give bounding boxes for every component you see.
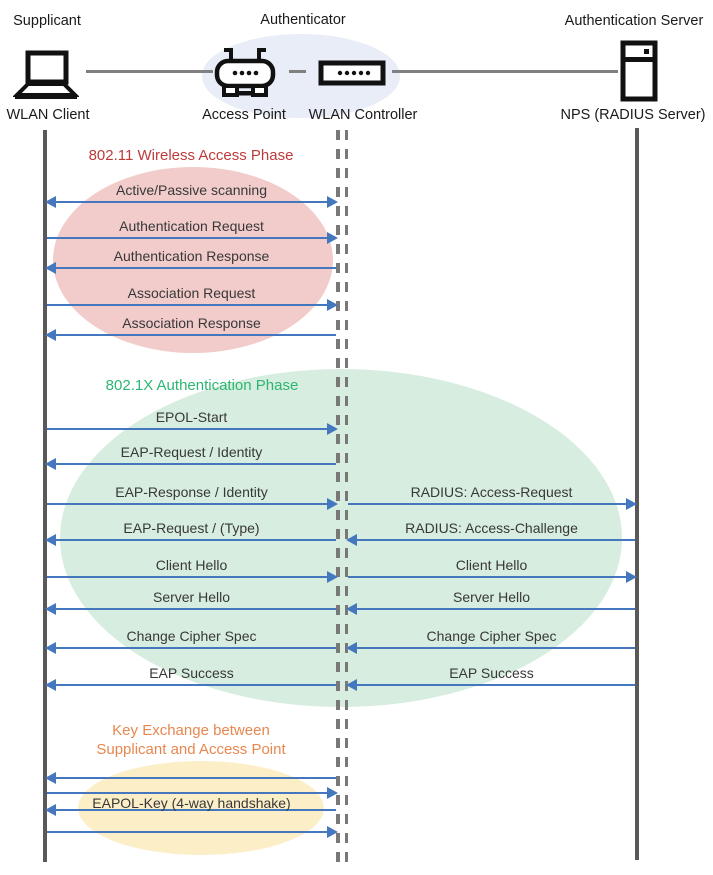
message-arrow bbox=[348, 571, 637, 583]
arrowhead-left-icon bbox=[45, 679, 56, 691]
node-label-wlan-controller: WLAN Controller bbox=[308, 107, 418, 123]
arrowhead-right-icon bbox=[327, 826, 338, 838]
message-arrow bbox=[45, 679, 336, 691]
arrowhead-right-icon bbox=[626, 498, 637, 510]
message-label: Server Hello bbox=[152, 589, 231, 605]
message-arrow bbox=[47, 571, 338, 583]
message-label: Change Cipher Spec bbox=[126, 628, 257, 644]
message-arrow bbox=[45, 603, 336, 615]
message-arrow bbox=[346, 534, 635, 546]
message-label: Change Cipher Spec bbox=[426, 628, 557, 644]
message-arrow bbox=[47, 826, 338, 838]
message-label: Association Response bbox=[122, 315, 261, 331]
wlan-controller-icon bbox=[318, 60, 386, 86]
message-arrow bbox=[47, 423, 338, 435]
message-label: Authentication Request bbox=[119, 218, 264, 234]
server-icon bbox=[620, 40, 658, 102]
message-arrow bbox=[45, 196, 338, 208]
arrowhead-left-icon bbox=[346, 642, 357, 654]
message-arrow bbox=[45, 772, 336, 784]
arrowhead-left-icon bbox=[45, 329, 56, 341]
arrowhead-left-icon bbox=[45, 772, 56, 784]
message-arrow bbox=[47, 299, 338, 311]
arrowhead-left-icon bbox=[45, 603, 56, 615]
message-arrow bbox=[348, 498, 637, 510]
laptop-icon bbox=[12, 50, 80, 102]
message-label: EPOL-Start bbox=[155, 409, 228, 425]
message-arrow bbox=[45, 534, 336, 546]
message-label: RADIUS: Access-Request bbox=[410, 484, 573, 500]
message-arrow bbox=[45, 642, 336, 654]
message-label: EAP-Response / Identity bbox=[115, 484, 268, 500]
phase-ellipse-key-exchange bbox=[78, 761, 324, 855]
arrowhead-left-icon bbox=[346, 603, 357, 615]
node-label-wlan-client: WLAN Client bbox=[6, 107, 90, 123]
message-arrow bbox=[45, 329, 336, 341]
arrowhead-right-icon bbox=[327, 299, 338, 311]
arrowhead-right-icon bbox=[327, 571, 338, 583]
connector-controller-server bbox=[392, 70, 618, 73]
arrowhead-right-icon bbox=[327, 787, 338, 799]
role-supplicant: Supplicant bbox=[13, 13, 81, 29]
message-label: RADIUS: Access-Challenge bbox=[405, 520, 578, 536]
message-label: EAP Success bbox=[449, 665, 534, 681]
arrowhead-left-icon bbox=[45, 642, 56, 654]
arrowhead-left-icon bbox=[45, 804, 56, 816]
phase-title-key-exchange: Key Exchange between Supplicant and Acce… bbox=[96, 722, 286, 758]
message-label: Association Request bbox=[127, 285, 256, 301]
message-label: Client Hello bbox=[455, 557, 528, 573]
role-authentication-server: Authentication Server bbox=[564, 13, 704, 29]
arrowhead-left-icon bbox=[45, 196, 56, 208]
arrowhead-right-icon bbox=[626, 571, 637, 583]
phase-ellipse-dot1x-authentication bbox=[60, 369, 622, 707]
message-arrow bbox=[45, 262, 336, 274]
node-label-nps-server: NPS (RADIUS Server) bbox=[560, 107, 706, 123]
message-label: EAP-Request / Identity bbox=[120, 444, 263, 460]
message-arrow bbox=[346, 603, 635, 615]
message-label: Server Hello bbox=[452, 589, 531, 605]
message-arrow bbox=[346, 679, 635, 691]
message-arrow bbox=[47, 787, 338, 799]
arrowhead-left-icon bbox=[45, 534, 56, 546]
message-label: EAP-Request / (Type) bbox=[123, 520, 260, 536]
message-arrow bbox=[45, 804, 336, 816]
arrowhead-left-icon bbox=[45, 458, 56, 470]
arrowhead-right-icon bbox=[327, 196, 338, 208]
phase-ellipse-wireless-access bbox=[53, 167, 333, 353]
arrowhead-left-icon bbox=[346, 679, 357, 691]
node-label-access-point: Access Point bbox=[202, 107, 286, 123]
message-label: Authentication Response bbox=[113, 248, 270, 264]
message-label: Client Hello bbox=[155, 557, 228, 573]
message-arrow bbox=[47, 498, 338, 510]
arrowhead-left-icon bbox=[45, 262, 56, 274]
arrowhead-left-icon bbox=[346, 534, 357, 546]
lifeline-wlan-client bbox=[43, 130, 47, 862]
message-arrow bbox=[45, 458, 336, 470]
message-label: EAP Success bbox=[149, 665, 234, 681]
phase-title-dot1x-authentication: 802.1X Authentication Phase bbox=[105, 377, 299, 394]
arrowhead-right-icon bbox=[327, 498, 338, 510]
role-authenticator: Authenticator bbox=[260, 12, 346, 28]
access-point-icon bbox=[214, 45, 276, 100]
lifeline-radius-server bbox=[635, 128, 639, 860]
message-arrow bbox=[346, 642, 635, 654]
arrowhead-right-icon bbox=[327, 423, 338, 435]
message-label: EAPOL-Key (4-way handshake) bbox=[92, 795, 291, 811]
arrowhead-right-icon bbox=[327, 232, 338, 244]
lifeline-authenticator-left bbox=[336, 130, 340, 862]
lifeline-authenticator-right bbox=[344, 130, 348, 862]
message-label: Active/Passive scanning bbox=[116, 182, 267, 198]
message-arrow bbox=[47, 232, 338, 244]
connector-ap-controller bbox=[289, 70, 306, 73]
connector-client-ap bbox=[86, 70, 213, 73]
phase-title-wireless-access: 802.11 Wireless Access Phase bbox=[88, 147, 294, 164]
